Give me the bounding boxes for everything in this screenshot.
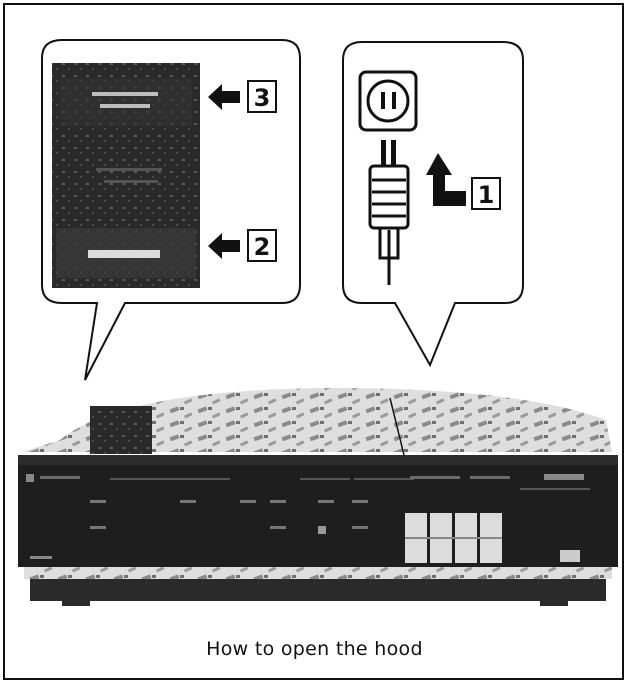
step-1-label: 1 bbox=[478, 181, 495, 209]
front-panel bbox=[18, 455, 618, 567]
callout-left: 3 2 bbox=[42, 40, 300, 380]
diagram-caption: How to open the hood bbox=[0, 638, 629, 660]
open-button-closeup bbox=[88, 250, 160, 258]
step-3-label: 3 bbox=[254, 84, 271, 112]
logo-icon bbox=[560, 550, 580, 562]
callout-right: 1 bbox=[343, 42, 523, 365]
step-2-label: 2 bbox=[254, 233, 271, 261]
laserdisc-player bbox=[18, 388, 618, 606]
